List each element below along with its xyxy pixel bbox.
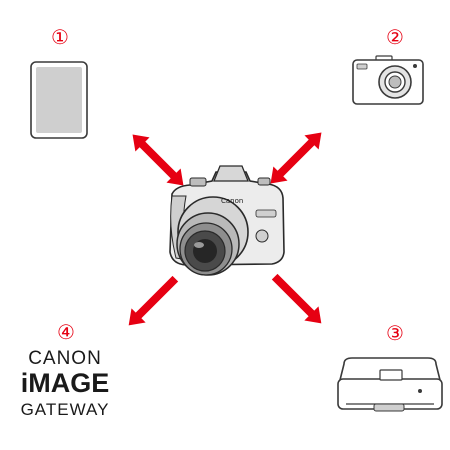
arrow-tablet [132,134,184,186]
marker-4: ④ [57,320,75,344]
logo-line-image: iMAGE [20,368,110,398]
arrow-image-gateway [128,275,179,326]
connection-arrows [128,132,322,326]
tablet-icon [30,61,88,139]
logo-line-canon: CANON [28,348,102,369]
arrow-printer [271,273,322,324]
camera-brand-label: Canon [221,197,243,205]
image-gateway-logo: CANON iMAGE GATEWAY [0,348,130,428]
marker-3: ③ [386,321,404,345]
compact-camera-icon [352,55,424,105]
logo-line-gateway: GATEWAY [20,400,110,419]
dslr-camera-icon [169,165,285,276]
marker-1: ① [51,25,69,49]
printer-icon [337,357,443,412]
arrow-compact-camera [270,132,322,184]
marker-2: ② [386,25,404,49]
